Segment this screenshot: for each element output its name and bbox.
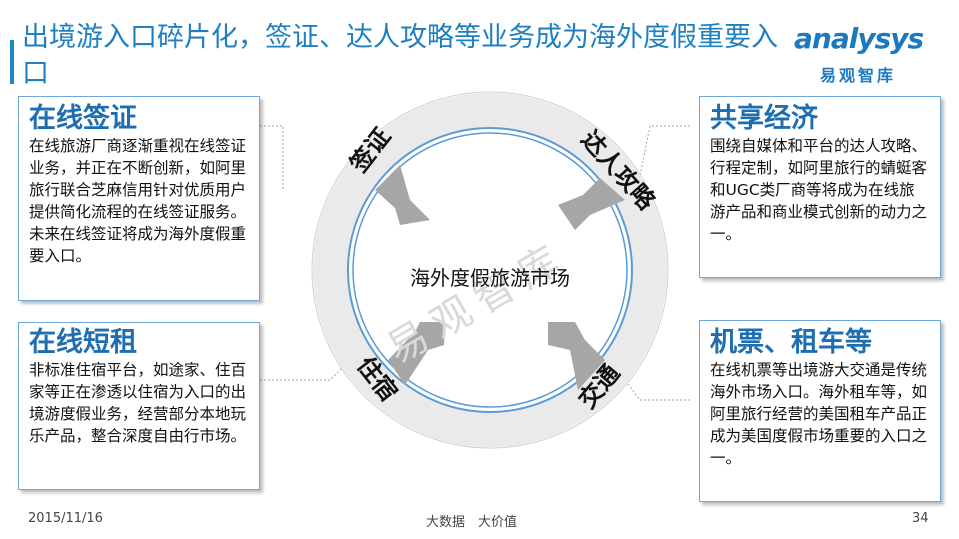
analysys-logo: analysys 易观智库 bbox=[794, 22, 944, 86]
box-online-visa: 在线签证 在线旅游厂商逐渐重视在线签证业务，并正在不断创新，如阿里旅行联合芝麻信… bbox=[18, 96, 260, 301]
inner-ring-inner bbox=[352, 132, 628, 408]
title-accent-bar bbox=[10, 40, 14, 84]
connector-visa bbox=[260, 125, 284, 190]
logo-wordmark: analysys bbox=[794, 22, 924, 55]
connector-sharing bbox=[634, 125, 690, 201]
logo-subtitle: 易观智库 bbox=[820, 66, 897, 85]
box-text-transport: 在线机票等出境游大交通是传统海外市场入口。海外租车等，如阿里旅行经营的美国租车产… bbox=[710, 361, 928, 467]
center-label: 海外度假旅游市场 bbox=[410, 266, 570, 290]
box-title-transport: 机票、租车等 bbox=[710, 327, 872, 358]
box-title-visa: 在线签证 bbox=[29, 103, 137, 134]
box-text-sharing: 围绕自媒体和平台的达人攻略、行程定制，如阿里旅行的蜻蜓客和UGC类厂商等将成为在… bbox=[710, 137, 928, 243]
box-text-rental: 非标准住宿平台，如途家、住百家等正在渗透以住宿为入口的出境游度假业务，经营部分本… bbox=[29, 361, 247, 445]
footer-date: 2015/11/16 bbox=[28, 511, 103, 526]
page-number: 34 bbox=[912, 511, 929, 526]
footer-slogan: 大数据 大价值 bbox=[426, 515, 518, 530]
box-text-visa: 在线旅游厂商逐渐重视在线签证业务，并正在不断创新，如阿里旅行联合芝麻信用针对优质… bbox=[29, 137, 247, 265]
box-title-rental: 在线短租 bbox=[29, 327, 137, 358]
box-sharing-economy: 共享经济 围绕自媒体和平台的达人攻略、行程定制，如阿里旅行的蜻蜓客和UGC类厂商… bbox=[699, 96, 941, 278]
box-title-sharing: 共享经济 bbox=[710, 103, 818, 134]
arrow-bottom-right bbox=[548, 322, 605, 390]
box-flights-rental: 机票、租车等 在线机票等出境游大交通是传统海外市场入口。海外租车等，如阿里旅行经… bbox=[699, 320, 941, 502]
arrow-top-left bbox=[375, 165, 430, 225]
arrows bbox=[375, 165, 625, 390]
arrow-top-right bbox=[558, 178, 625, 230]
connector-rental bbox=[260, 359, 351, 381]
box-short-rental: 在线短租 非标准住宿平台，如途家、住百家等正在渗透以住宿为入口的出境游度假业务，… bbox=[18, 322, 260, 490]
arrow-bottom-left bbox=[388, 322, 445, 385]
connector-transport bbox=[624, 379, 690, 401]
outer-ring-edge bbox=[311, 91, 669, 449]
slide-title: 出境游入口碎片化，签证、达人攻略等业务成为海外度假重要入口 bbox=[22, 22, 778, 89]
